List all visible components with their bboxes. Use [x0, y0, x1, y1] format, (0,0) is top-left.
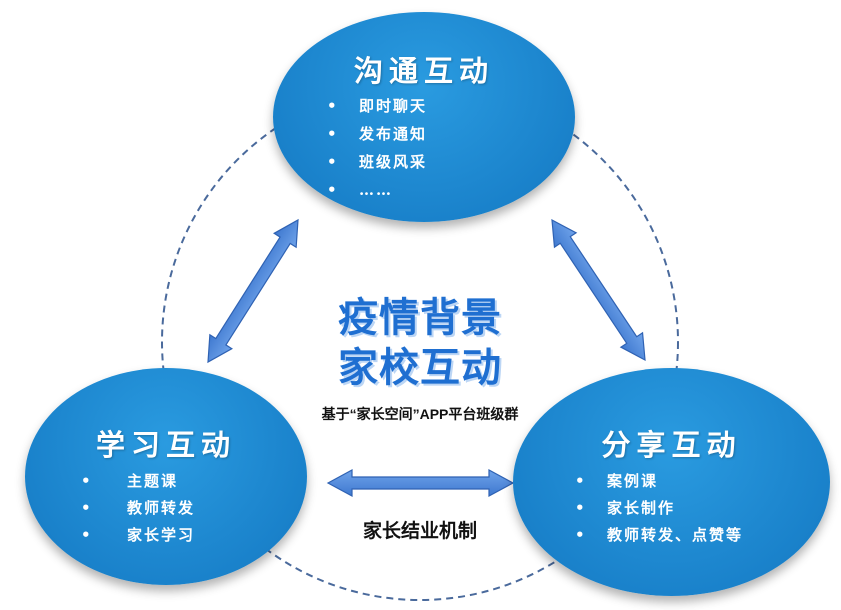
- list-item: •即时聊天: [327, 97, 428, 115]
- node-top-list: •即时聊天 •发布通知 •班级风采 •……: [327, 92, 427, 204]
- list-item: •案例课: [575, 472, 659, 490]
- node-top-title: 沟通互动: [353, 54, 494, 88]
- list-item: •家长学习: [81, 526, 196, 544]
- list-item: •……: [327, 181, 393, 199]
- node-left: 学习互动 •主题课 •教师转发 •家长学习: [25, 368, 307, 585]
- node-right-title: 分享互动: [601, 428, 742, 462]
- list-item: •教师转发、点赞等: [575, 526, 744, 544]
- center-title-line1: 疫情背景: [338, 295, 502, 341]
- center-title-line2: 家校互动: [338, 345, 502, 391]
- arrow-top-right: [551, 218, 646, 362]
- node-left-list: •主题课 •教师转发 •家长学习: [81, 468, 195, 549]
- list-item: •教师转发: [81, 499, 196, 517]
- mechanism-label: 家长结业机制: [362, 521, 477, 542]
- arrow-top-left: [207, 218, 299, 364]
- list-item: •班级风采: [327, 153, 428, 171]
- list-item: •主题课: [81, 472, 179, 490]
- arrow-bottom: [326, 468, 515, 498]
- list-item: •家长制作: [575, 499, 676, 517]
- center-subtitle: 基于“家长空间”APP平台班级群: [321, 406, 519, 422]
- node-right: 分享互动 •案例课 •家长制作 •教师转发、点赞等: [513, 368, 830, 596]
- node-top: 沟通互动 •即时聊天 •发布通知 •班级风采 •……: [273, 12, 575, 222]
- node-left-title: 学习互动: [95, 428, 236, 462]
- node-right-list: •案例课 •家长制作 •教师转发、点赞等: [575, 468, 743, 549]
- list-item: •发布通知: [327, 125, 428, 143]
